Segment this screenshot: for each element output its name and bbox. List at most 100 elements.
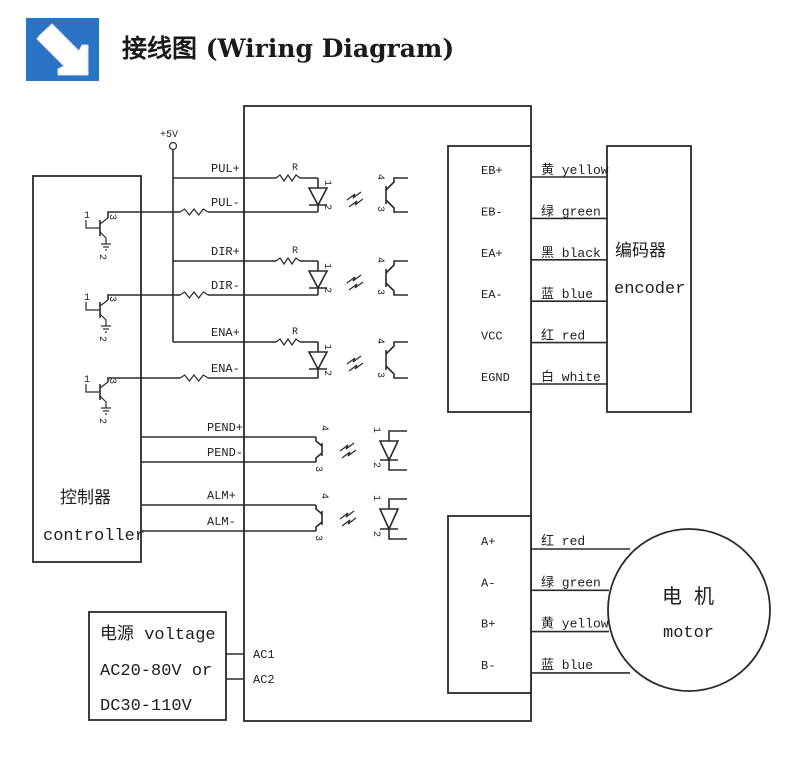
encoder-terminal-row: EA-蓝 blue [481, 287, 607, 302]
resistor-symbol [275, 337, 301, 347]
supply-5v: +5V [160, 130, 178, 342]
input-pos-label: ENA+ [211, 326, 240, 340]
encoder-wire-color: 蓝 blue [541, 287, 593, 302]
power-line-3: DC30-110V [100, 697, 193, 716]
phototransistor-symbol [385, 260, 408, 296]
controller-box [32, 175, 142, 563]
pin-2-label: 2 [321, 204, 332, 210]
motor-terminal-name: A+ [481, 535, 495, 549]
motor-label-cn: 电 机 [662, 585, 714, 610]
encoder-wire-color: 绿 green [541, 204, 601, 219]
pin-1-label: 1 [321, 180, 332, 186]
terminal-ac2: AC2 [253, 673, 275, 687]
pin-2-label: 2 [96, 336, 107, 342]
encoder-wire-color: 黄 yellow [541, 163, 609, 178]
input-pos-label: PUL+ [211, 162, 240, 176]
light-arrows-icon [346, 274, 364, 291]
encoder-terminal-row: EGND 白 white [481, 369, 607, 385]
pin-3-label: 3 [374, 289, 385, 295]
pin-1-label: 1 [84, 293, 90, 304]
page-title: 接线图 (Wiring Diagram) [122, 34, 454, 63]
output-neg-label: ALM- [207, 515, 236, 529]
input-neg-label: PUL- [211, 196, 240, 210]
pin-3-label: 3 [374, 372, 385, 378]
light-arrows-icon [346, 191, 364, 208]
pin-1-label: 1 [84, 375, 90, 386]
motor-wire-color: 红 red [541, 533, 585, 549]
encoder-terminal-block [447, 145, 532, 413]
output-neg-label: PEND- [207, 446, 243, 460]
pin-3-label: 3 [106, 214, 117, 220]
encoder-wire-color: 黑 black [541, 246, 601, 261]
phototransistor-symbol [315, 505, 323, 531]
led-triangle [307, 270, 329, 290]
input-neg-label: DIR- [211, 279, 240, 293]
resistor-label: R [292, 246, 298, 257]
pin-4-label: 4 [374, 174, 385, 180]
motor-wire-color: 绿 green [541, 575, 601, 590]
encoder-terminal-row: EB+ 黄 yellow [481, 163, 609, 178]
resistor-symbol [275, 256, 301, 266]
encoder-terminal-name: EGND [481, 371, 510, 385]
output-pos-label: PEND+ [207, 421, 243, 435]
power-line-1: 电源 voltage [100, 624, 216, 645]
motor-wire-color: 黄 yellow [541, 617, 609, 632]
input-neg-label: ENA- [211, 362, 240, 376]
motor-terminal-name: B+ [481, 618, 495, 632]
encoder-wire-color: 白 white [541, 369, 601, 385]
pin-2-label: 2 [321, 287, 332, 293]
pin-3-label: 3 [312, 535, 323, 541]
motor-wire-color: 蓝 blue [541, 658, 593, 673]
encoder-wire-color: 红 red [541, 328, 585, 344]
supply-label: +5V [160, 130, 178, 141]
pin-2-label: 2 [370, 462, 381, 468]
encoder-box [606, 145, 692, 413]
pin-4-label: 4 [374, 338, 385, 344]
phototransistor-symbol [385, 177, 408, 213]
pin-1-label: 1 [321, 263, 332, 269]
input-neg-wire [107, 294, 180, 300]
phototransistor-symbol [385, 341, 408, 379]
led-triangle [378, 508, 400, 531]
motor-terminal-name: B- [481, 659, 495, 673]
resistor-label: R [292, 163, 298, 174]
resistor-symbol [179, 374, 209, 382]
led-triangle [378, 440, 400, 462]
resistor-symbol [275, 173, 301, 183]
resistor-symbol [179, 208, 209, 216]
motor-terminal-name: A- [481, 576, 495, 590]
pin-3-label: 3 [106, 296, 117, 302]
controller-label-cn: 控制器 [60, 488, 111, 509]
encoder-terminal-row: EA+ 黑 black [481, 246, 607, 261]
controller-label-en: controller [43, 527, 145, 546]
encoder-terminal-name: EA+ [481, 247, 503, 261]
encoder-terminal-row: EB- 绿 green [481, 204, 607, 219]
terminal-ac1: AC1 [253, 648, 275, 662]
motor-terminal-row: B- 蓝 blue [481, 658, 630, 674]
pin-4-label: 4 [318, 425, 329, 431]
encoder-terminal-name: EB- [481, 205, 503, 219]
pin-2-label: 2 [96, 418, 107, 424]
motor-symbol [607, 528, 771, 692]
arrow-glyph [36, 23, 89, 76]
npn-transistor-symbol: 1 3 2 [84, 293, 117, 342]
encoder-terminal-name: EB+ [481, 164, 503, 178]
motor-terminal-block [447, 515, 532, 694]
pin-2-label: 2 [370, 531, 381, 537]
resistor-label: R [292, 327, 298, 338]
pin-3-label: 3 [312, 466, 323, 472]
input-neg-wire [107, 377, 180, 382]
motor-terminal-row: B+ 黄 yellow [481, 617, 609, 633]
power-line-2: AC20-80V or [100, 662, 212, 681]
